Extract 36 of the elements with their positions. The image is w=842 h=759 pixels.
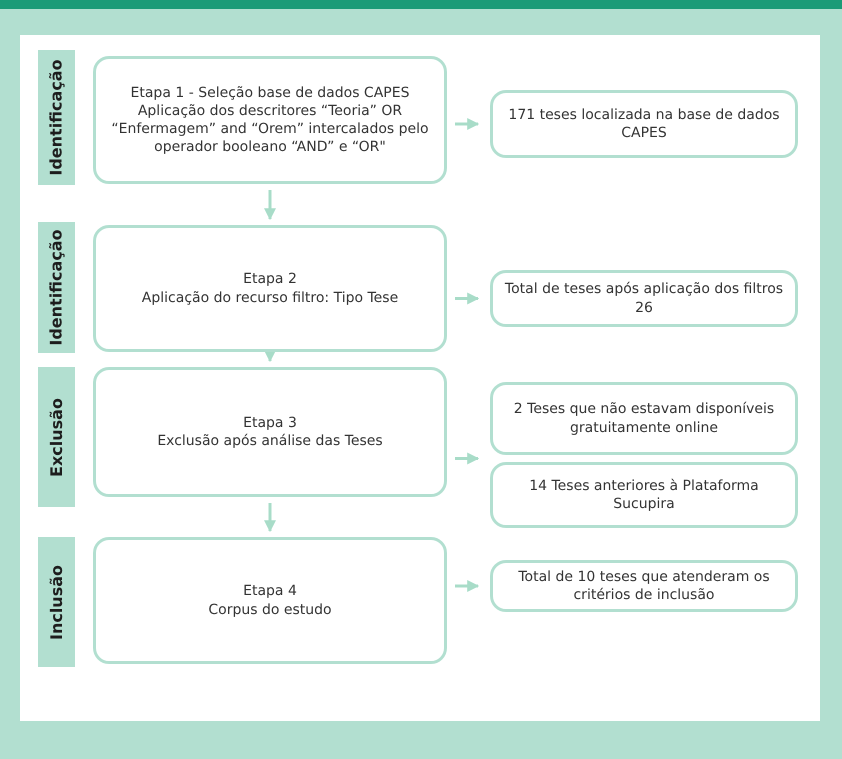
box-text: 14 Teses anteriores à Plataforma Sucupira <box>528 476 760 514</box>
stage-label: Exclusão <box>47 398 66 476</box>
arrow <box>264 503 276 532</box>
process-box <box>490 382 798 455</box>
stage-label: Inclusão <box>47 564 66 640</box>
box-text: Etapa 1 - Seleção base de dados CAPES Aplicação dos descritores “Teoria” OR “Enfermagem” and “Orem” intercalados pelo operador booleano “AND” e “OR" <box>110 84 430 156</box>
process-box <box>490 270 798 327</box>
process-box <box>490 90 798 158</box>
box-text: Etapa 3 <box>243 414 297 432</box>
stage-band <box>38 50 75 185</box>
box-text: Exclusão após análise das Teses <box>157 432 383 450</box>
process-box <box>93 56 447 184</box>
stage-label: Identificação <box>47 59 66 176</box>
stage-label: Identificação <box>47 229 66 346</box>
arrow <box>264 350 276 362</box>
box-text: Total de teses após aplicação dos filtros 26 <box>504 280 784 317</box>
arrow <box>455 580 480 592</box>
arrow <box>264 190 276 220</box>
arrow <box>455 118 480 130</box>
box-text: Etapa 4 <box>243 582 297 600</box>
stage-band <box>38 367 75 507</box>
box-text: Aplicação do recurso filtro: Tipo Tese <box>142 288 398 307</box>
process-box <box>490 462 798 528</box>
box-text: 171 teses localizada na base de dados CAPES <box>507 106 781 142</box>
stage-band <box>38 537 75 667</box>
process-box <box>93 225 447 352</box>
box-text: Total de 10 teses que atenderam os critérios de inclusão <box>517 568 771 604</box>
process-box <box>93 367 447 497</box>
process-box <box>490 560 798 612</box>
process-box <box>93 537 447 664</box>
arrow <box>455 452 480 464</box>
box-text: 2 Teses que não estavam disponíveis gratuitamente online <box>512 400 776 437</box>
box-text: Etapa 2 <box>243 270 297 288</box>
arrow <box>455 292 480 304</box>
stage-band <box>38 222 75 353</box>
box-text: Corpus do estudo <box>208 600 332 619</box>
